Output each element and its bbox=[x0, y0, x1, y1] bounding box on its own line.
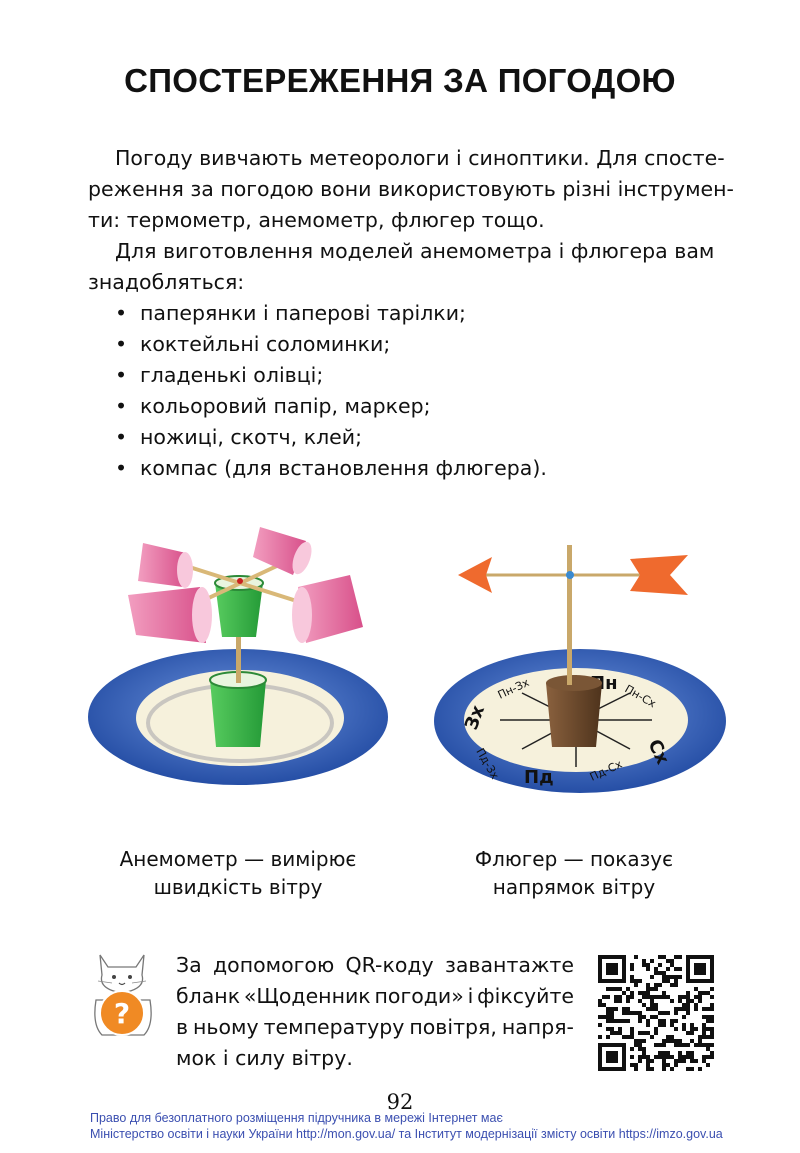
page-number: 92 bbox=[386, 1090, 414, 1114]
pink-cup bbox=[138, 543, 193, 588]
qr-code[interactable] bbox=[598, 955, 714, 1071]
bullet-icon: • bbox=[115, 332, 128, 356]
arrow-head-icon bbox=[458, 557, 492, 593]
vane-pivot bbox=[566, 571, 574, 579]
bullet-icon: • bbox=[115, 394, 128, 418]
materials-list: •паперянки і паперові тарілки; •коктейль… bbox=[88, 298, 547, 484]
bullet-icon: • bbox=[115, 363, 128, 387]
list-item: •кольоровий папір, маркер; bbox=[88, 391, 547, 422]
base-cup bbox=[546, 675, 602, 747]
bullet-icon: • bbox=[115, 425, 128, 449]
intro-paragraph: Погоду вивчають метеорологи і синоптики.… bbox=[88, 143, 734, 236]
anemometer-illustration bbox=[88, 527, 388, 785]
pink-cup bbox=[292, 575, 363, 643]
question-mark-icon: ? bbox=[114, 997, 130, 1030]
anemometer-caption: Анемометр — вимірює швидкість вітру bbox=[119, 847, 357, 899]
vane-pencil bbox=[567, 545, 572, 685]
south-label: Пд bbox=[524, 767, 554, 788]
list-item: •коктейльні соломинки; bbox=[88, 329, 547, 360]
materials-intro-paragraph: Для виготовлення моделей анемометра і фл… bbox=[88, 236, 718, 298]
pink-cup bbox=[128, 587, 212, 643]
intro-line: реження за погодою вони використовують р… bbox=[88, 177, 734, 201]
cat-question-icon: ? bbox=[94, 954, 152, 1036]
materials-intro-line: Для виготовлення моделей анемометра і фл… bbox=[115, 239, 715, 263]
intro-line: Погоду вивчають метеорологи і синоптики.… bbox=[115, 146, 725, 170]
list-item: •компас (для встановлення флюгера). bbox=[88, 453, 547, 484]
list-item: •паперянки і паперові тарілки; bbox=[88, 298, 547, 329]
list-item: •гладенькі олівці; bbox=[88, 360, 547, 391]
materials-intro-line: знадобляться: bbox=[88, 270, 245, 294]
pink-cup bbox=[253, 527, 312, 575]
bullet-icon: • bbox=[115, 456, 128, 480]
footer-copyright: Право для безоплатного розміщення підруч… bbox=[90, 1111, 723, 1141]
list-item: •ножиці, скотч, клей; bbox=[88, 422, 547, 453]
base-cup bbox=[209, 671, 267, 747]
qr-line: мок і силу вітру. bbox=[176, 1046, 353, 1070]
intro-line: ти: термометр, анемометр, флюгер тощо. bbox=[88, 208, 545, 232]
page-title: СПОСТЕРЕЖЕННЯ ЗА ПОГОДОЮ bbox=[124, 62, 676, 99]
arrow-tail-icon bbox=[630, 555, 688, 595]
weathervane-illustration: Пн Пд Сх Зх Пн-Зх Пн-Сх Пд-Зх Пд-Сх bbox=[434, 545, 726, 793]
weathervane-caption: Флюгер — показує напрямок вітру bbox=[474, 847, 674, 899]
bullet-icon: • bbox=[115, 301, 128, 325]
